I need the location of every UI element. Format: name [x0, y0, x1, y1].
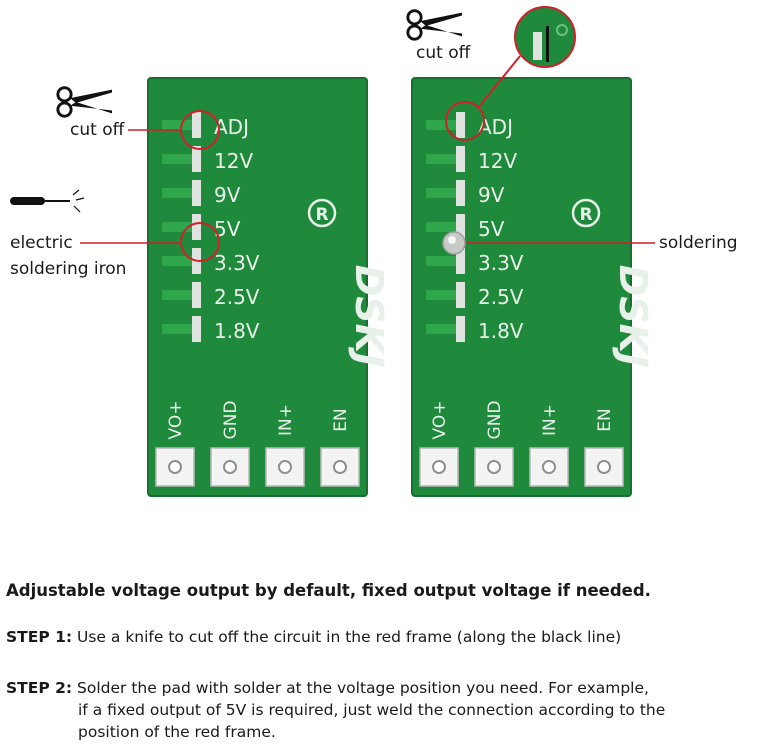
pad-trace: [162, 256, 192, 266]
pad-trace: [426, 120, 456, 130]
pin-label: VO+: [166, 401, 186, 440]
pin-label: EN: [595, 408, 615, 431]
voltage-pad: [456, 112, 465, 138]
voltage-label: 9V: [214, 183, 241, 207]
brand-logo: DSKJ: [611, 265, 655, 368]
registered-mark: R: [315, 205, 328, 225]
voltage-pads-left: [162, 112, 201, 342]
registered-mark: R: [579, 205, 592, 225]
step-2-text-3: position of the red frame.: [78, 723, 276, 741]
voltage-pad: [192, 282, 201, 308]
pin-label: GND: [221, 401, 241, 440]
voltage-pad: [192, 316, 201, 342]
voltage-pad: [456, 214, 465, 240]
solder-frame-left: [180, 222, 220, 262]
step-2-label: STEP 2:: [6, 679, 73, 697]
pad-trace: [426, 290, 456, 300]
pin-hole: [223, 460, 237, 474]
pin-pad: [155, 447, 195, 487]
board-diagram: ADJ 12V 9V 5V 3.3V 2.5V 1.8V VO+ GND IN+ EN R DSK…: [10, 6, 655, 497]
pad-trace: [162, 222, 192, 232]
pad-trace: [162, 154, 192, 164]
pin-row-left: VO+ GND IN+ EN: [155, 401, 360, 487]
scissors-icon: [56, 86, 114, 118]
pin-label: GND: [485, 401, 505, 440]
step-2-text-2: if a fixed output of 5V is required, jus…: [78, 701, 666, 719]
voltage-pads-right: [426, 112, 465, 342]
cut-off-label-right: cut off: [416, 43, 471, 63]
pin-label: EN: [331, 408, 351, 431]
voltage-label: 12V: [478, 149, 517, 173]
voltage-pad: [456, 316, 465, 342]
voltage-label: 3.3V: [214, 251, 260, 275]
pad-trace: [162, 120, 192, 130]
pad-trace: [426, 256, 456, 266]
instructions-headline: Adjustable voltage output by default, fi…: [6, 581, 651, 600]
voltage-label: 3.3V: [478, 251, 524, 275]
voltage-pad: [192, 112, 201, 138]
pad-trace: [162, 188, 192, 198]
pin-hole: [487, 460, 501, 474]
voltage-label: 5V: [478, 217, 505, 241]
pin-hole: [432, 460, 446, 474]
cut-off-label-left: cut off: [70, 120, 125, 140]
soldering-iron-label: soldering iron: [10, 259, 127, 279]
voltage-pad: [192, 146, 201, 172]
soldering-iron-icon: [10, 189, 85, 213]
soldering-label: soldering: [659, 233, 738, 253]
step-2: STEP 2: Solder the pad with solder at th…: [6, 677, 665, 743]
pin-hole: [168, 460, 182, 474]
voltage-label: 2.5V: [214, 285, 260, 309]
solder-highlight: [448, 236, 456, 244]
electric-label: electric: [10, 233, 73, 253]
voltage-pad: [192, 214, 201, 240]
voltage-label: 1.8V: [478, 319, 524, 343]
voltage-label: 12V: [214, 149, 253, 173]
pin-label: VO+: [430, 401, 450, 440]
pad-trace: [426, 188, 456, 198]
scissors-icon: [406, 9, 464, 41]
voltage-label: 1.8V: [214, 319, 260, 343]
brand-logo: DSKJ: [347, 265, 391, 368]
pad-trace: [426, 154, 456, 164]
pad-trace: [426, 222, 456, 232]
voltage-pad: [456, 146, 465, 172]
pin-hole: [278, 460, 292, 474]
voltage-pad: [192, 180, 201, 206]
zoom-detail: [514, 6, 576, 68]
pin-label: IN+: [276, 404, 296, 436]
pad-trace: [162, 324, 192, 334]
step-1-label: STEP 1:: [6, 628, 73, 646]
step-1-text: Use a knife to cut off the circuit in th…: [77, 628, 622, 646]
voltage-pad: [456, 180, 465, 206]
pad-trace: [426, 324, 456, 334]
step-1: STEP 1: Use a knife to cut off the circu…: [6, 626, 621, 648]
pin-label: IN+: [540, 404, 560, 436]
voltage-pad: [456, 282, 465, 308]
voltage-label: 9V: [478, 183, 505, 207]
pin-row-right: VO+ GND IN+ EN: [419, 401, 624, 487]
pin-hole: [597, 460, 611, 474]
voltage-label: 2.5V: [478, 285, 524, 309]
step-2-text-1: Solder the pad with solder at the voltag…: [77, 679, 649, 697]
zoom-leader: [477, 55, 521, 109]
pin-hole: [333, 460, 347, 474]
pad-trace: [162, 290, 192, 300]
cut-frame-right: [445, 101, 485, 141]
pin-hole: [542, 460, 556, 474]
voltage-label: ADJ: [214, 115, 249, 139]
logo-left: R DSKJ: [307, 198, 391, 368]
voltage-pad: [456, 248, 465, 274]
logo-right: R DSKJ: [571, 198, 655, 368]
